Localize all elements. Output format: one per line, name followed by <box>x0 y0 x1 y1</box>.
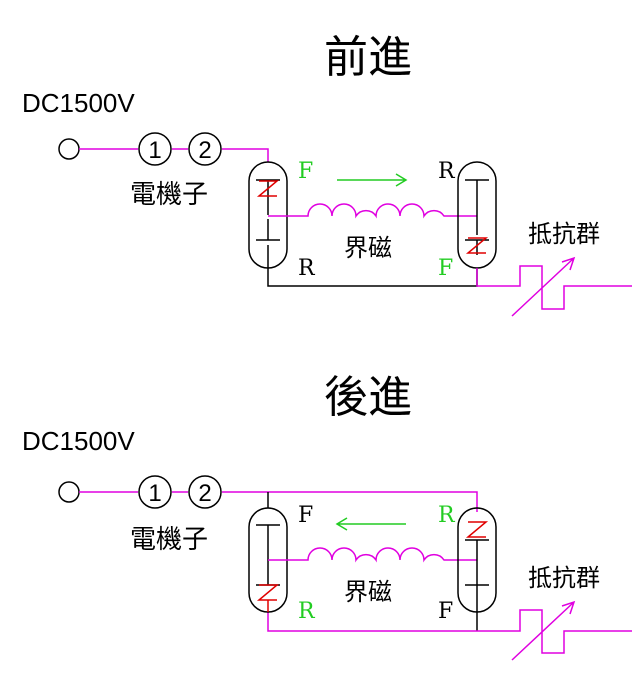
reverse-left-top-letter: F <box>298 503 313 528</box>
forward-left-switch <box>248 161 288 269</box>
reverse-terminal-1-label: 1 <box>148 480 161 507</box>
forward-resistor-label: 抵抗群 <box>528 220 600 248</box>
forward-right-closed-contact <box>465 237 489 254</box>
reverse-field-label: 界磁 <box>344 578 392 606</box>
reverse-motor-label: 電機子 <box>130 525 208 555</box>
reverse-voltage-label: DC1500V <box>22 426 135 456</box>
forward-variable-resistor-arrow <box>511 256 576 317</box>
forward-right-switch-contacts <box>465 179 489 255</box>
reverse-diagram: 後進 DC1500V 1 2 電機子 界磁 F R R F 抵抗群 <box>22 372 632 661</box>
forward-resistor-line <box>476 265 632 310</box>
reverse-feed-line <box>79 491 478 512</box>
reverse-terminal-1 <box>138 475 172 509</box>
forward-terminal-1 <box>138 132 172 166</box>
reverse-left-switch-contacts <box>256 524 280 586</box>
forward-left-bottom-letter: R <box>298 256 316 281</box>
reverse-left-bottom-letter: R <box>298 599 316 624</box>
reverse-direction-arrow <box>335 517 406 531</box>
reverse-terminal-2-label: 2 <box>198 480 211 507</box>
reverse-supply-terminal <box>58 481 80 503</box>
forward-left-closed-contact <box>256 180 280 197</box>
forward-terminal-2-label: 2 <box>198 137 211 164</box>
forward-title: 前進 <box>324 32 412 83</box>
forward-left-top-letter: F <box>298 159 313 184</box>
reverse-right-closed-contact <box>465 521 489 538</box>
forward-supply-terminal <box>58 138 80 160</box>
reverse-right-switch-contacts <box>465 539 489 612</box>
forward-field-label: 界磁 <box>344 234 392 262</box>
forward-voltage-label: DC1500V <box>22 88 135 118</box>
forward-feed-line <box>79 148 269 162</box>
reverse-variable-resistor-arrow <box>511 600 576 661</box>
forward-field-coil <box>268 203 477 219</box>
reverse-right-top-letter: R <box>438 503 456 528</box>
reverse-resistor-line <box>267 609 632 654</box>
forward-terminal-2 <box>188 132 222 166</box>
forward-motor-label: 電機子 <box>130 180 208 210</box>
forward-direction-arrow <box>337 173 408 187</box>
reverse-right-bottom-letter: F <box>438 599 453 624</box>
forward-terminal-1-label: 1 <box>148 137 161 164</box>
forward-right-top-letter: R <box>438 159 456 184</box>
reverse-field-coil <box>268 547 477 563</box>
forward-left-switch-contacts <box>256 179 280 241</box>
reverse-left-closed-contact <box>256 584 280 612</box>
reverse-resistor-label: 抵抗群 <box>528 564 600 592</box>
forward-right-bottom-letter: F <box>438 256 453 281</box>
reverse-terminal-2 <box>188 475 222 509</box>
forward-diagram: 前進 DC1500V 1 2 電機子 界磁 F R R F 抵抗群 <box>22 32 632 317</box>
reverse-title: 後進 <box>324 372 412 423</box>
